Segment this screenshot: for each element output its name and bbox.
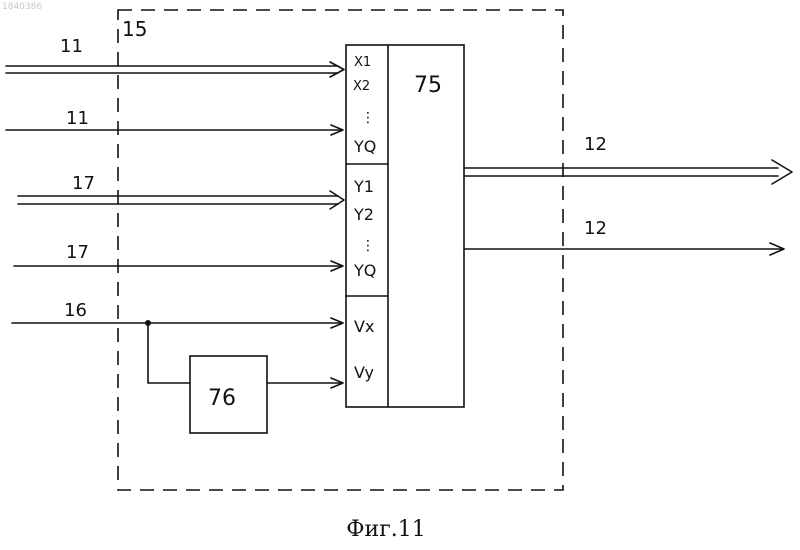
port-yq: YQ [353, 261, 376, 280]
input-line-17-label: 17 [66, 242, 89, 263]
port-y-dots: ⋮ [361, 238, 375, 254]
input-line-16-label: 16 [64, 300, 87, 321]
figure-caption: Фиг.11 [346, 517, 425, 542]
input-line-16 [12, 318, 343, 383]
block-75-label: 75 [414, 73, 442, 98]
input-bus-17 [18, 191, 344, 209]
port-vx: Vx [354, 317, 374, 336]
arrow-head-icon [330, 191, 344, 209]
output-line-12 [464, 243, 784, 255]
input-bus-17-label: 17 [72, 173, 95, 194]
input-bus-11 [6, 62, 344, 77]
block-76-label: 76 [208, 386, 236, 411]
block-15-boundary [118, 10, 563, 490]
arrow-head-icon [772, 160, 792, 184]
output-bus-12-label: 12 [584, 134, 607, 155]
block-75 [346, 45, 464, 407]
input-line-11-label: 11 [66, 108, 89, 129]
port-xq: YQ [353, 137, 376, 156]
input-bus-11-label: 11 [60, 36, 83, 57]
input-line-11 [6, 125, 343, 135]
arrow-head-icon [330, 62, 344, 77]
branch-to-block-76 [148, 323, 190, 383]
input-line-17 [14, 261, 343, 271]
port-x1: X1 [354, 55, 371, 70]
port-y2: Y2 [353, 205, 374, 224]
document-number: 1840386 [2, 2, 42, 12]
output-line-12-label: 12 [584, 218, 607, 239]
port-x2: X2 [353, 79, 370, 94]
port-y1: Y1 [353, 177, 374, 196]
output-bus-12 [464, 160, 792, 184]
port-x-dots: ⋮ [361, 110, 375, 126]
block-15-label: 15 [122, 17, 147, 41]
port-vy: Vy [354, 363, 374, 382]
block-76-output [267, 378, 343, 388]
